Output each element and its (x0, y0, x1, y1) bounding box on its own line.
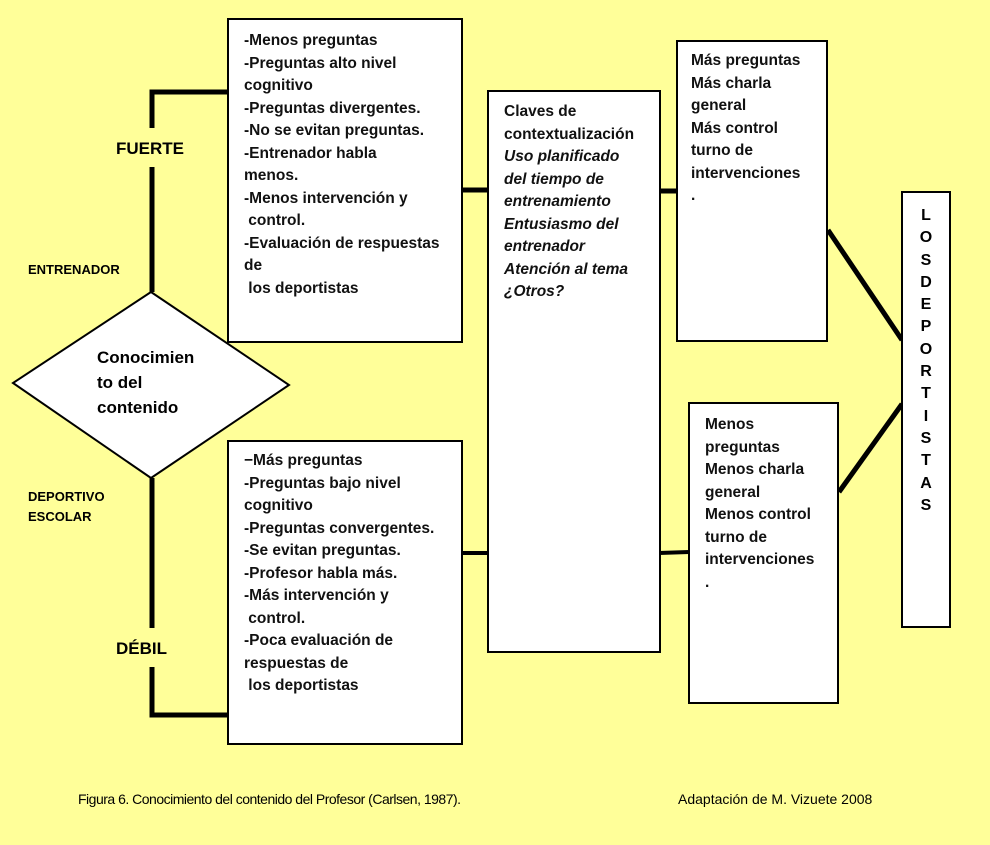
box-line: -Menos preguntas (244, 32, 378, 49)
box-line: Menos control (705, 506, 811, 523)
adaptation-caption: Adaptación de M. Vizuete 2008 (678, 791, 873, 807)
box-line: Menos (705, 416, 755, 433)
box-line: -Se evitan preguntas. (244, 542, 401, 559)
box-italic-line: Uso planificado (504, 148, 620, 165)
athletes-letter: S (920, 429, 932, 447)
box-line: -Preguntas convergentes. (244, 519, 435, 537)
less-outcomes-box: Menos preguntas Menos charla general Men… (688, 402, 839, 704)
box-italic-line: del tiempo de (504, 170, 604, 188)
box-line: -Poca evaluación de (244, 632, 394, 649)
label-school: ESCOLAR (28, 509, 92, 524)
box-line: -Entrenador habla (244, 144, 377, 162)
box-line: -Preguntas divergentes. (244, 99, 421, 117)
figure-caption: Figura 6. Conocimiento del contenido del… (78, 791, 461, 807)
diamond-label: Conocimien to del contenido (97, 345, 194, 420)
box-line: Más control (691, 119, 778, 137)
box-title-line: Claves de (504, 103, 577, 120)
box-line: de (244, 257, 263, 274)
label-weak: DÉBIL (116, 639, 167, 658)
athletes-letter: D (920, 273, 932, 291)
box-line: intervenciones (691, 164, 801, 182)
athletes-letter: A (920, 474, 932, 492)
box-line: -No se evitan preguntas. (244, 122, 425, 139)
athletes-letter: O (919, 340, 933, 358)
athletes-letter: I (923, 407, 929, 425)
box-line: Más charla (691, 74, 772, 92)
box-line: -Evaluación de respuestas (244, 234, 440, 252)
box-line: -Menos intervención y (244, 189, 408, 207)
box-line: respuestas de (244, 654, 349, 672)
box-line: -Más intervención y (244, 587, 389, 604)
diamond-line: contenido (97, 398, 179, 417)
box-line: −Más preguntas (244, 452, 363, 469)
weak-knowledge-box: −Más preguntas -Preguntas bajo nivel cog… (227, 440, 463, 745)
strong-knowledge-box: -Menos preguntas -Preguntas alto nivel c… (227, 18, 463, 343)
box-line: -Profesor habla más. (244, 564, 398, 582)
diamond-line: to del (97, 373, 143, 392)
box-line: general (705, 483, 761, 501)
connector-weak-bottom (149, 667, 229, 718)
box-line: Menos charla (705, 461, 805, 478)
athletes-letter: T (921, 385, 931, 403)
athletes-letter: P (920, 318, 932, 336)
connector-keys-to-less (658, 550, 690, 555)
box-line: -Preguntas bajo nivel (244, 474, 401, 492)
athletes-letter: S (920, 496, 932, 514)
athletes-letter: L (921, 207, 931, 224)
connector-more-to-athletes (825, 228, 905, 342)
athletes-letter: O (919, 229, 933, 247)
box-line: . (705, 573, 710, 591)
box-line: los deportistas (244, 279, 359, 297)
box-italic-line: Entusiasmo del (504, 215, 619, 233)
connector-less-to-athletes (836, 402, 905, 494)
box-line: control. (244, 609, 306, 627)
box-line: control. (244, 212, 306, 229)
box-italic-line: entrenamiento (504, 193, 611, 210)
box-line: cognitivo (244, 77, 313, 94)
box-line: turno de (705, 528, 767, 546)
connector-strong-top (149, 89, 229, 128)
athletes-letter: R (920, 363, 932, 381)
box-line: cognitivo (244, 497, 313, 514)
label-strong: FUERTE (116, 139, 184, 158)
box-line: intervenciones (705, 551, 815, 568)
box-line: turno de (691, 142, 753, 159)
box-line: menos. (244, 167, 299, 184)
box-line: general (691, 97, 747, 114)
label-sport: DEPORTIVO (28, 489, 105, 504)
box-line: . (691, 187, 696, 204)
box-line: los deportistas (244, 677, 359, 694)
box-italic-line: ¿Otros? (504, 283, 565, 300)
contextualization-keys-box: Claves de contextualización Uso planific… (487, 90, 661, 653)
diamond-line: Conocimien (97, 348, 195, 367)
athletes-box: L O S D E P O R T I S T A S (901, 191, 951, 628)
box-title-line: contextualización (504, 125, 635, 143)
more-outcomes-box: Más preguntas Más charla general Más con… (676, 40, 828, 342)
athletes-letter: T (921, 452, 931, 470)
box-line: Más preguntas (691, 52, 801, 69)
athletes-letter: E (920, 296, 932, 314)
box-italic-line: entrenador (504, 238, 585, 255)
label-coach: ENTRENADOR (28, 262, 120, 277)
box-italic-line: Atención al tema (504, 260, 629, 278)
box-line: preguntas (705, 438, 780, 456)
decision-diamond (11, 290, 291, 480)
box-line: -Preguntas alto nivel (244, 54, 397, 72)
athletes-letter: S (920, 251, 932, 269)
